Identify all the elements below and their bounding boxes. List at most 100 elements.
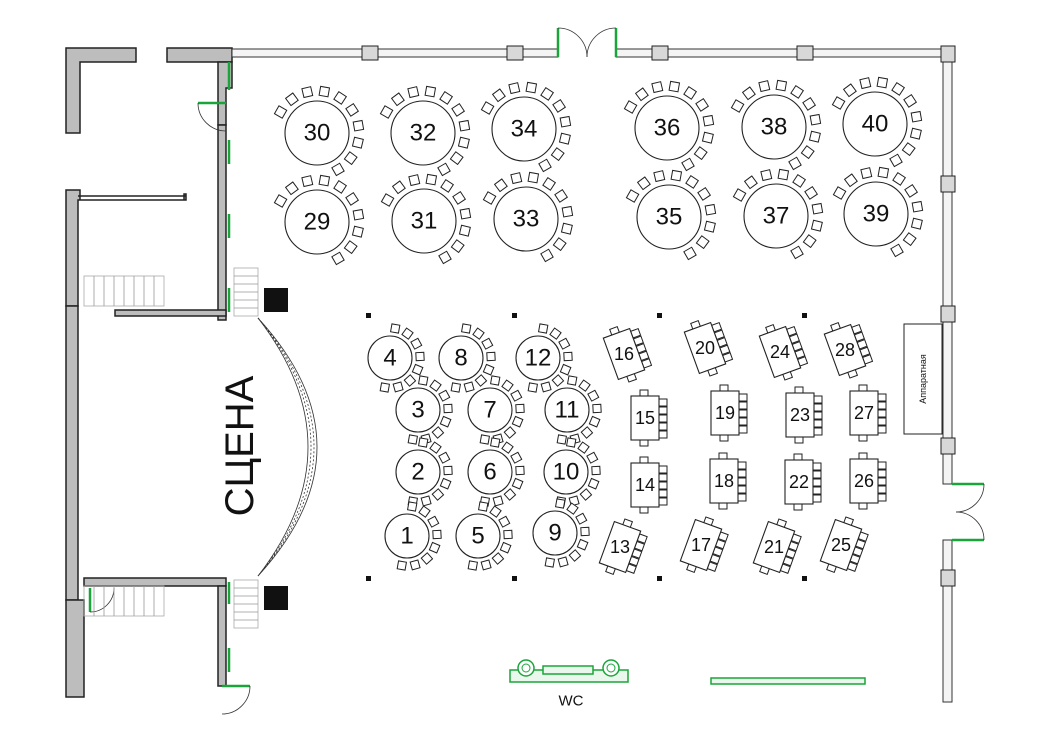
round-table-small[interactable]: 9 [532, 498, 590, 568]
round-table-large[interactable]: 37 [732, 168, 824, 260]
chair [432, 529, 442, 540]
chair [693, 146, 708, 161]
chair [410, 337, 423, 350]
round-table-large[interactable]: 34 [480, 81, 572, 173]
chair [561, 205, 574, 218]
rect-table[interactable]: 25 [818, 514, 871, 579]
round-table-small[interactable]: 4 [367, 323, 425, 393]
round-table-small[interactable]: 12 [515, 323, 573, 393]
rect-table[interactable]: 16 [601, 320, 654, 385]
chair [440, 178, 455, 193]
chair [738, 401, 748, 410]
rect-table[interactable]: 21 [751, 516, 804, 581]
chair [549, 327, 562, 340]
table-number: 27 [854, 403, 874, 423]
chair [458, 224, 471, 237]
rect-table[interactable]: 13 [597, 516, 650, 581]
chair [427, 515, 440, 528]
rect-table[interactable]: 27 [849, 384, 887, 442]
chair [788, 156, 802, 171]
round-table-large[interactable]: 32 [379, 85, 471, 177]
round-table-small[interactable]: 5 [455, 501, 513, 571]
chair [890, 243, 904, 258]
chair [737, 493, 747, 502]
chair [379, 105, 394, 119]
rect-table[interactable]: 26 [849, 452, 887, 510]
chair [831, 96, 846, 110]
chair [812, 470, 822, 479]
table-top [395, 387, 441, 433]
chair [651, 81, 664, 94]
round-table-large[interactable]: 36 [623, 80, 715, 172]
chair [443, 403, 453, 414]
rect-table[interactable]: 28 [822, 316, 875, 381]
chair [695, 235, 710, 250]
round-table-large[interactable]: 35 [625, 169, 717, 261]
chair [418, 505, 431, 518]
chair [813, 395, 823, 404]
rect-table[interactable]: 24 [757, 318, 810, 383]
chair [758, 80, 771, 93]
rect-table[interactable]: 19 [710, 384, 748, 442]
chair [737, 485, 747, 494]
rect-table[interactable]: 20 [682, 314, 735, 379]
chair [477, 501, 489, 512]
chair [876, 76, 889, 89]
rect-table[interactable]: 22 [784, 453, 822, 511]
round-table-large[interactable]: 30 [273, 85, 365, 177]
chair [877, 485, 887, 494]
round-table-large[interactable]: 33 [482, 171, 574, 263]
chair [685, 174, 700, 189]
table-number: 7 [483, 397, 496, 424]
round-table-small[interactable]: 11 [544, 375, 602, 445]
round-table-small[interactable]: 7 [467, 375, 525, 445]
control-room-label: Аппаратная [918, 354, 928, 404]
chair [683, 246, 697, 261]
chair [681, 157, 695, 172]
chair [738, 409, 748, 418]
chair [420, 552, 434, 565]
round-table-small[interactable]: 1 [384, 501, 442, 571]
wall-left-lower [65, 599, 85, 698]
table-top [743, 183, 809, 249]
rect-table[interactable]: 23 [785, 386, 823, 444]
round-table-large[interactable]: 31 [380, 173, 472, 265]
round-table-small[interactable]: 8 [438, 323, 496, 393]
rect-table[interactable]: 18 [709, 452, 747, 510]
chair [273, 105, 288, 119]
speaker-top [264, 288, 288, 312]
chair [452, 190, 467, 205]
table-top [602, 327, 646, 381]
chair [467, 560, 479, 571]
rect-table[interactable]: 14 [630, 456, 668, 514]
round-table-large[interactable]: 39 [832, 166, 924, 258]
rect-table[interactable]: 17 [678, 514, 731, 579]
chair [333, 179, 348, 194]
chair [438, 389, 451, 402]
round-table-large[interactable]: 29 [273, 174, 365, 266]
table-top [515, 335, 561, 381]
chair [565, 437, 577, 448]
chair [813, 403, 823, 412]
chair [493, 178, 508, 193]
rect-table[interactable]: 15 [630, 389, 668, 447]
chair [904, 183, 919, 198]
round-table-small[interactable]: 2 [395, 437, 453, 507]
round-table-small[interactable]: 10 [543, 437, 601, 507]
round-table-large[interactable]: 40 [831, 76, 923, 168]
chair [877, 461, 887, 470]
chair [843, 173, 858, 188]
round-table-small[interactable]: 3 [395, 375, 453, 445]
chair [792, 173, 807, 188]
chair [575, 512, 588, 525]
chair [732, 188, 747, 202]
chair [492, 495, 504, 507]
table-number: 14 [635, 475, 655, 495]
chair [482, 191, 497, 205]
chair [566, 502, 579, 515]
round-table-large[interactable]: 38 [730, 79, 822, 171]
table-number: 38 [761, 114, 788, 141]
round-table-small[interactable]: 6 [467, 437, 525, 507]
chair [804, 185, 819, 200]
chair [480, 101, 495, 115]
